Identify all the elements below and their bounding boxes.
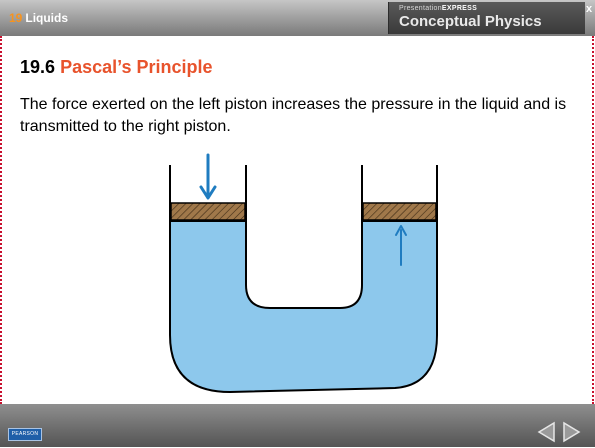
arrow-right-icon xyxy=(563,421,581,443)
chapter-number: 19 xyxy=(9,11,23,25)
previous-slide-button[interactable] xyxy=(536,421,556,443)
left-piston xyxy=(170,202,246,221)
liquid xyxy=(169,220,438,394)
left-border xyxy=(0,36,2,404)
brand-small-bold: EXPRESS xyxy=(441,5,478,12)
slide-body-text: The force exerted on the left piston inc… xyxy=(20,96,567,135)
right-piston xyxy=(362,202,437,221)
arrow-left-icon xyxy=(537,421,555,443)
section-number: 19.6 xyxy=(20,57,56,77)
footer-bar: PEARSON xyxy=(0,404,595,447)
pearson-logo: PEARSON xyxy=(8,428,42,441)
next-slide-button[interactable] xyxy=(562,421,582,443)
up-force-arrow xyxy=(395,225,407,266)
right-border xyxy=(592,36,594,404)
slide-title: 19.6 Pascal’s Principle xyxy=(20,57,212,78)
section-title: Pascal’s Principle xyxy=(60,57,213,77)
brand-logo: PresentationEXPRESS Conceptual Physics xyxy=(388,2,585,34)
close-icon[interactable]: x xyxy=(586,3,593,15)
down-force-arrow xyxy=(199,153,217,200)
brand-small-prefix: Presentation xyxy=(399,5,442,12)
brand-title: Conceptual Physics xyxy=(399,13,542,30)
chapter-title: Liquids xyxy=(25,11,69,25)
